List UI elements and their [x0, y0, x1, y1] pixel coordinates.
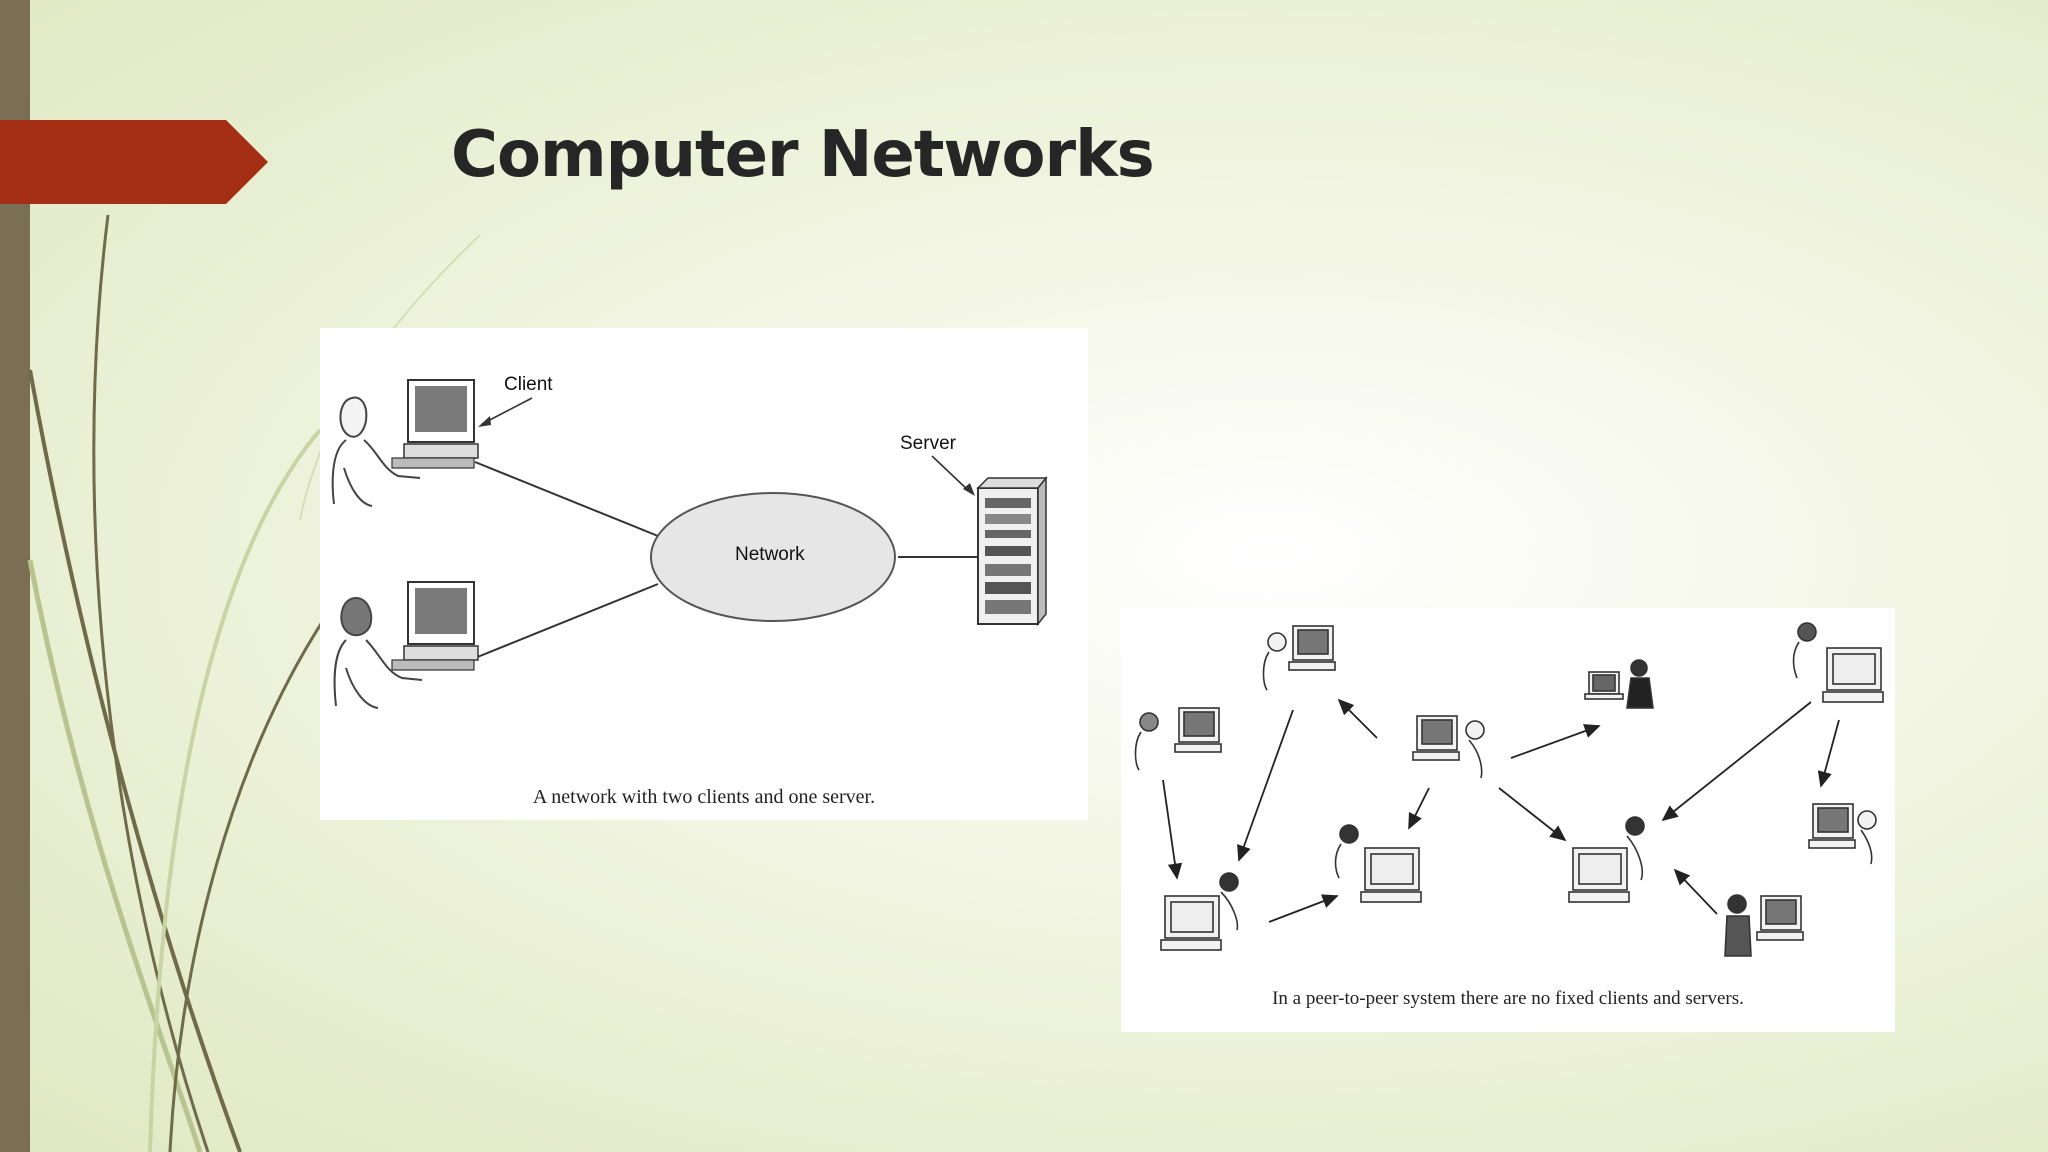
- peer-to-peer-diagram: In a peer-to-peer system there are no fi…: [1121, 608, 1895, 1032]
- network-label: Network: [735, 544, 805, 565]
- client-server-caption: A network with two clients and one serve…: [532, 786, 876, 808]
- page-title: Computer Networks: [451, 118, 1155, 192]
- client-server-drawing: [331, 379, 1048, 709]
- server-tower-icon: [976, 475, 1048, 627]
- client-computer-icon: [391, 379, 479, 469]
- client-server-diagram: Client Server Network A network with two…: [320, 328, 1088, 820]
- man-user-icon: [333, 596, 423, 709]
- peer-icons: [1134, 622, 1884, 957]
- client-label: Client: [504, 374, 553, 395]
- client-computer-icon-2: [391, 581, 479, 671]
- p2p-caption: In a peer-to-peer system there are no fi…: [1272, 988, 1744, 1009]
- woman-user-icon: [331, 396, 421, 507]
- network-cloud: [650, 492, 896, 622]
- peer-to-peer-drawing: [1134, 622, 1884, 957]
- title-accent-arrow: [0, 120, 268, 204]
- server-label: Server: [900, 433, 956, 454]
